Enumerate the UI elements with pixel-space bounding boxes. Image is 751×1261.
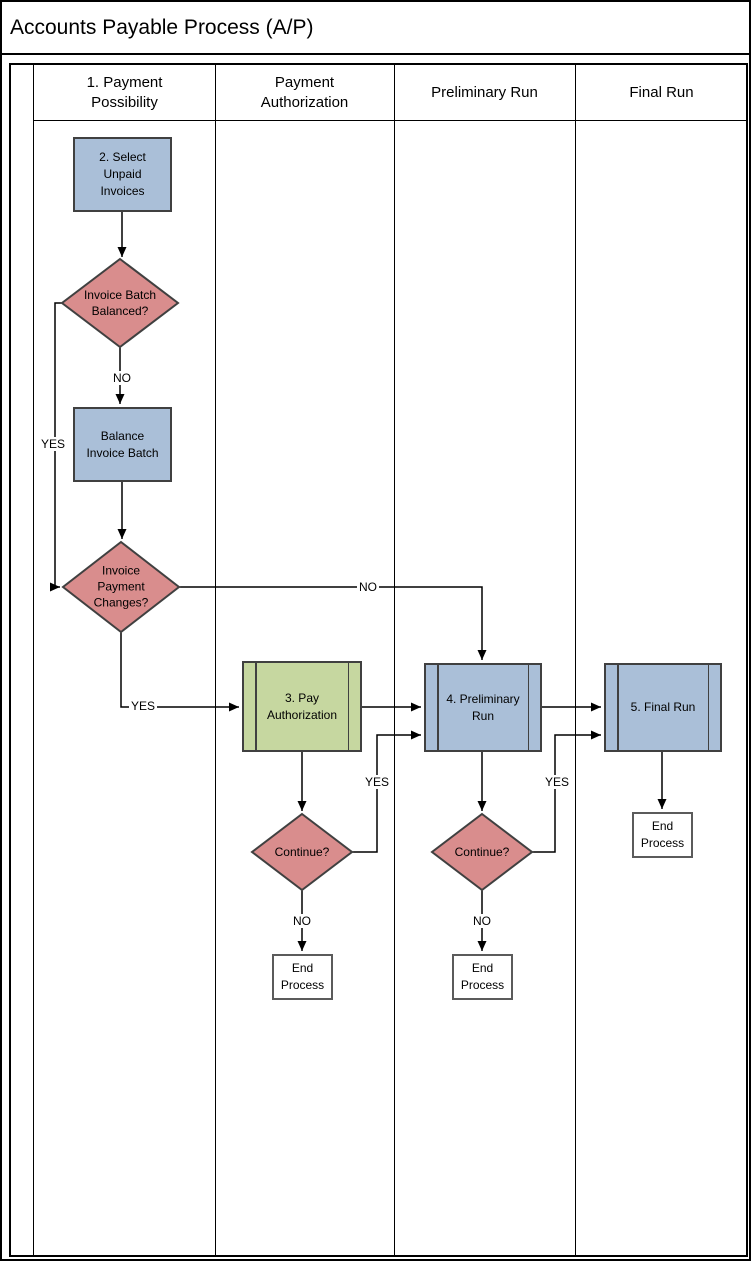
- pool-label-column: [11, 65, 34, 1255]
- node-end-process-preliminary: End Process: [452, 954, 513, 1000]
- decision-invoice-batch-balanced-label: Invoice Batch Balanced?: [83, 287, 157, 318]
- node-preliminary-run: 4. Preliminary Run: [424, 663, 542, 752]
- edge-label-continue-preliminary-yes: YES: [542, 775, 572, 789]
- edge-label-payment-changes-yes: YES: [128, 699, 158, 713]
- decision-continue-preliminary-label: Continue?: [454, 844, 510, 859]
- lane-header-preliminary-run: Preliminary Run: [431, 83, 538, 101]
- edge-label-continue-preliminary-no: NO: [471, 914, 493, 928]
- node-end-process-final: End Process: [632, 812, 693, 858]
- lane-header-divider: [34, 120, 746, 121]
- node-pay-authorization: 3. Pay Authorization: [242, 661, 362, 752]
- decision-continue-pay-auth-label: Continue?: [274, 844, 330, 859]
- subprocess-bar-right: [347, 663, 349, 750]
- lane-header-final-run: Final Run: [629, 83, 694, 101]
- node-pay-authorization-label: 3. Pay Authorization: [266, 690, 338, 722]
- edge-label-continue-pay-auth-yes: YES: [362, 775, 392, 789]
- lane-header-payment-authorization: Payment Authorization: [260, 73, 349, 111]
- node-balance-invoice-batch: Balance Invoice Batch: [73, 407, 172, 482]
- edge-label-batch-balanced-no: NO: [111, 371, 133, 385]
- diagram-title: Accounts Payable Process (A/P): [10, 15, 314, 39]
- swimlane-pool: 1. Payment Possibility Payment Authoriza…: [9, 63, 748, 1257]
- node-select-unpaid-invoices: 2. Select Unpaid Invoices: [73, 137, 172, 212]
- lane-divider-3: [575, 65, 576, 1255]
- edge-label-batch-balanced-yes: YES: [38, 437, 68, 451]
- subprocess-bar-left: [617, 665, 619, 750]
- subprocess-bar-right: [707, 665, 709, 750]
- node-end-process-pay-auth: End Process: [272, 954, 333, 1000]
- diagram-title-bar: Accounts Payable Process (A/P): [2, 2, 749, 55]
- edge-label-payment-changes-no: NO: [357, 580, 379, 594]
- node-final-run-label: 5. Final Run: [630, 700, 696, 715]
- node-final-run: 5. Final Run: [604, 663, 722, 752]
- lane-divider-1: [215, 65, 216, 1255]
- subprocess-bar-left: [255, 663, 257, 750]
- decision-invoice-payment-changes-label: Invoice Payment Changes?: [93, 563, 149, 611]
- subprocess-bar-left: [437, 665, 439, 750]
- lane-header-payment-possibility: 1. Payment Possibility: [86, 73, 163, 111]
- lane-divider-2: [394, 65, 395, 1255]
- edge-label-continue-pay-auth-no: NO: [291, 914, 313, 928]
- subprocess-bar-right: [527, 665, 529, 750]
- node-preliminary-run-label: 4. Preliminary Run: [446, 691, 520, 723]
